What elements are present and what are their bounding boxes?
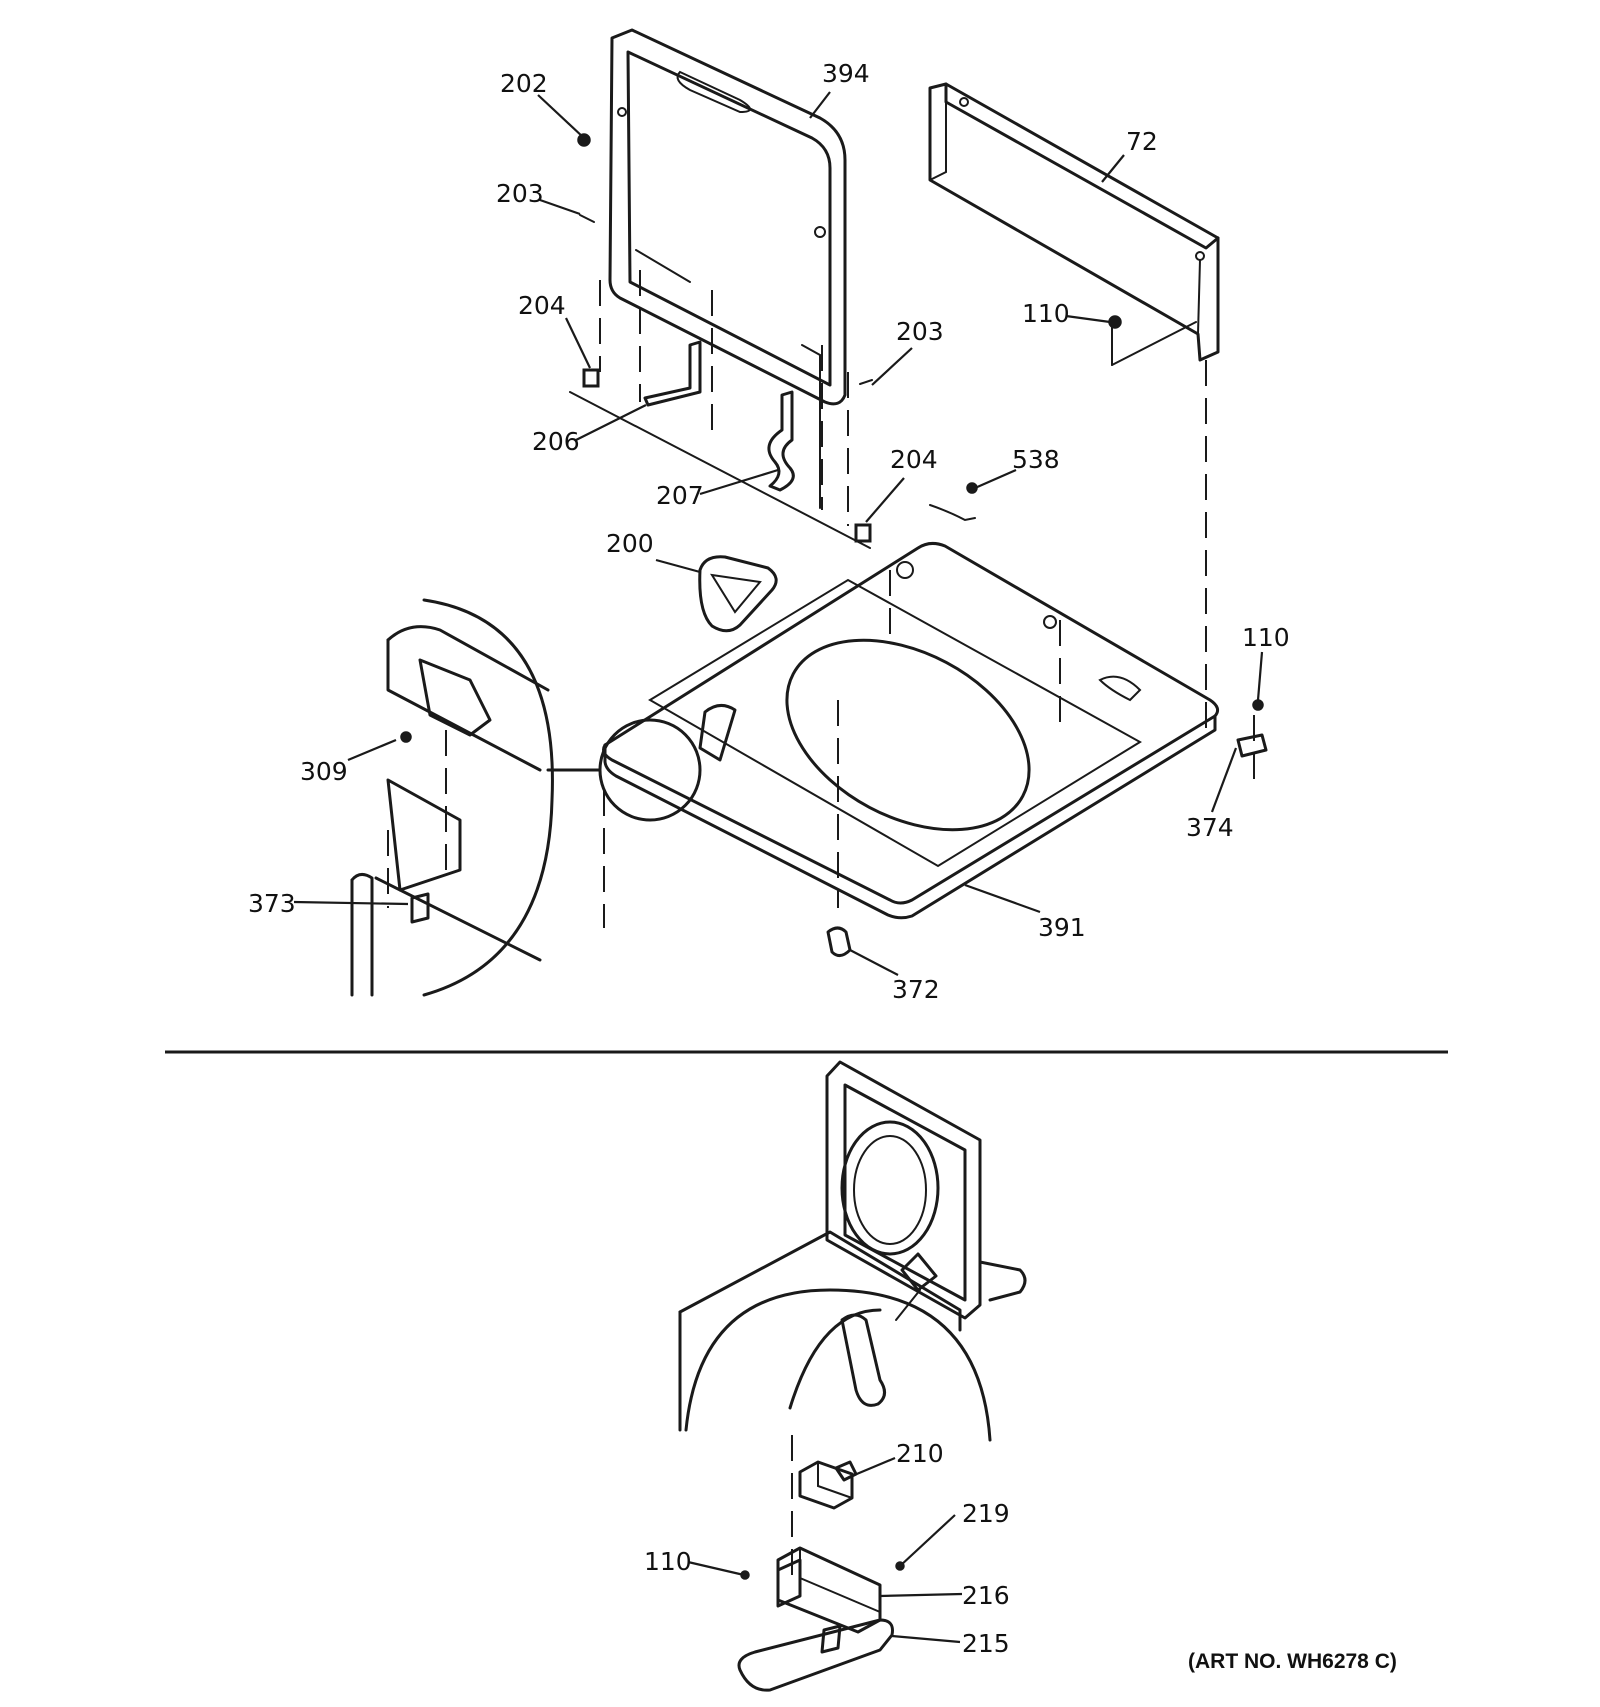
callout-309: 309 bbox=[300, 757, 348, 786]
leader-lines bbox=[293, 91, 1264, 1644]
alignment-lines bbox=[569, 249, 1255, 928]
callout-394: 394 bbox=[822, 59, 870, 88]
lid-bumper-200 bbox=[698, 555, 778, 633]
callout-373: 373 bbox=[248, 889, 296, 918]
callout-215: 215 bbox=[962, 1629, 1010, 1658]
lever-215 bbox=[737, 1618, 894, 1692]
detail-view bbox=[350, 598, 702, 997]
callout-200: 200 bbox=[606, 529, 654, 558]
callout-72: 72 bbox=[1126, 127, 1158, 156]
callout-numbers: 202 394 72 203 204 203 110 206 207 204 5… bbox=[248, 59, 1290, 1658]
fasteners bbox=[577, 133, 1268, 957]
callout-110-right: 110 bbox=[1242, 623, 1290, 652]
rear-panel-72 bbox=[928, 82, 1220, 362]
callout-204-left: 204 bbox=[518, 291, 566, 320]
hinge-207 bbox=[767, 390, 795, 492]
callout-216: 216 bbox=[962, 1581, 1010, 1610]
callout-372: 372 bbox=[892, 975, 940, 1004]
callout-206: 206 bbox=[532, 427, 580, 456]
callout-204-right: 204 bbox=[890, 445, 938, 474]
switch-210 bbox=[798, 1460, 858, 1510]
callout-538: 538 bbox=[1012, 445, 1060, 474]
callout-210: 210 bbox=[896, 1439, 944, 1468]
callout-203-left: 203 bbox=[496, 179, 544, 208]
art-number: (ART NO. WH6278 C) bbox=[1188, 1650, 1397, 1673]
hinge-206 bbox=[643, 340, 702, 407]
callout-219: 219 bbox=[962, 1499, 1010, 1528]
callout-110-bottom: 110 bbox=[644, 1547, 692, 1576]
callout-110-top: 110 bbox=[1022, 299, 1070, 328]
callout-203-right: 203 bbox=[896, 317, 944, 346]
callout-202: 202 bbox=[500, 69, 548, 98]
callout-391: 391 bbox=[1038, 913, 1086, 942]
cabinet-top-391 bbox=[602, 541, 1220, 920]
callout-374: 374 bbox=[1186, 813, 1234, 842]
lid-frame-394 bbox=[608, 28, 847, 406]
callout-207: 207 bbox=[656, 481, 704, 510]
open-lid-view bbox=[678, 1060, 1027, 1442]
